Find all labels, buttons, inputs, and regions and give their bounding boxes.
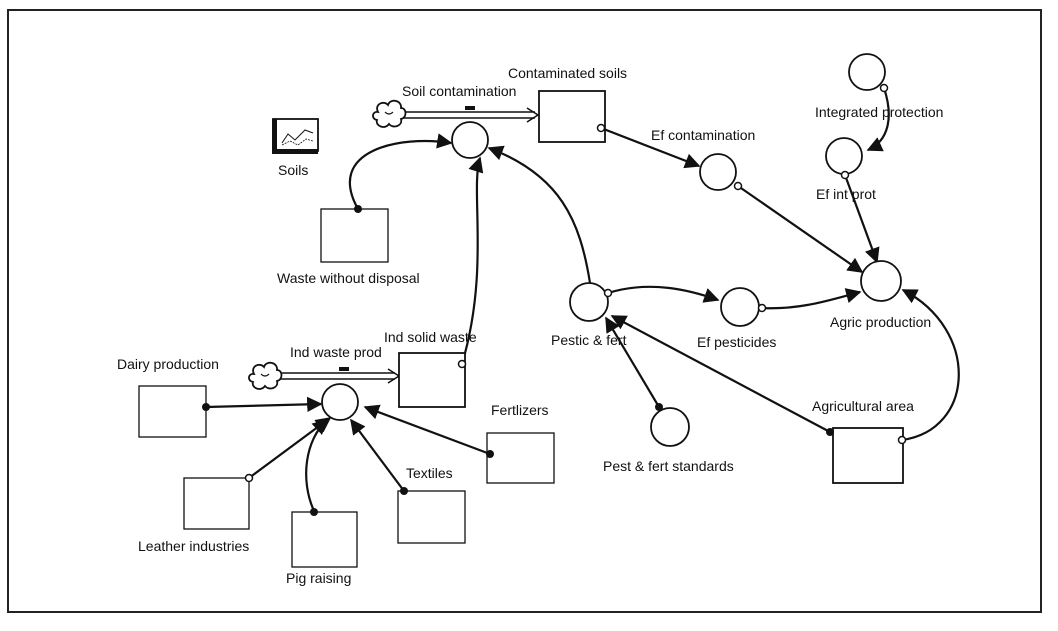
label-pig-raising: Pig raising — [286, 570, 351, 586]
connector-dot — [826, 428, 834, 436]
cloud-icon — [248, 361, 283, 390]
connector-dot — [310, 508, 318, 516]
connector-dot-open — [457, 359, 467, 369]
connector-dot-open — [840, 170, 850, 180]
connector-agarea-to-agric — [901, 289, 960, 442]
connector-pig-to-indwaste — [305, 418, 329, 512]
valve-soil-contamination — [451, 121, 489, 159]
flow-ind-waste-prod — [280, 367, 401, 384]
connector-dot — [202, 403, 210, 411]
connector-pestic-to-efpest — [607, 285, 720, 303]
connector-pestic-to-soilcont — [487, 145, 592, 284]
connector-efcont-to-agric — [737, 185, 864, 273]
label-pestic-fert: Pestic & fert — [551, 332, 627, 348]
connector-dot — [486, 450, 494, 458]
label-fertlizers: Fertlizers — [491, 402, 549, 418]
box-dairy-production — [138, 385, 207, 438]
converter-integrated-protection — [848, 53, 886, 91]
connector-efpest-to-agric — [761, 288, 862, 310]
box-leather-industries — [183, 477, 250, 530]
converter-ef-int-prot — [825, 137, 863, 175]
converter-pestic-fert — [569, 282, 609, 322]
label-ind-waste-prod: Ind waste prod — [290, 344, 382, 360]
label-soil-contamination: Soil contamination — [402, 83, 516, 99]
converter-ef-contamination — [699, 153, 737, 191]
label-agric-production: Agric production — [830, 314, 931, 330]
label-ef-contamination: Ef contamination — [651, 127, 755, 143]
connector-dot-open — [897, 435, 907, 445]
connector-indwaste-to-soilcont — [460, 156, 484, 365]
connector-intprot-to-efintprot — [866, 87, 890, 152]
label-textiles: Textiles — [406, 465, 453, 481]
connector-dot — [400, 487, 408, 495]
graph-icon[interactable] — [272, 118, 319, 154]
label-ef-pesticides: Ef pesticides — [697, 334, 776, 350]
connector-dot-open — [603, 288, 613, 298]
connector-dot-open — [733, 181, 743, 191]
box-fertlizers — [486, 432, 555, 484]
connector-dot-open — [596, 123, 606, 133]
connector-efintprot-to-agric — [843, 174, 880, 264]
label-agricultural-area: Agricultural area — [812, 398, 914, 414]
connector-standards-to-pestic — [605, 316, 660, 408]
label-leather-industries: Leather industries — [138, 538, 249, 554]
connector-leather-to-indwaste — [248, 417, 332, 479]
cloud-icon — [372, 99, 407, 128]
label-ind-solid-waste: Ind solid waste — [384, 329, 477, 345]
converter-ef-pesticides — [720, 287, 760, 327]
connector-dot — [354, 205, 362, 213]
stock-agricultural-area — [832, 427, 904, 484]
label-ef-int-prot: Ef int prot — [816, 186, 876, 202]
converter-pest-fert-standards — [650, 407, 690, 447]
connector-dot-open — [879, 83, 889, 93]
box-textiles — [397, 490, 466, 544]
connector-contsoils-to-efcont — [600, 126, 701, 169]
label-pest-fert-standards: Pest & fert standards — [603, 458, 734, 474]
diagram-frame — [7, 9, 1042, 613]
connector-dairy-to-indwaste — [205, 396, 323, 413]
box-waste-without-disposal — [320, 208, 389, 263]
stock-contaminated-soils — [538, 90, 606, 143]
connector-waste-to-soilcont — [348, 133, 453, 210]
label-waste-without-disposal: Waste without disposal — [277, 270, 420, 286]
connector-fertlizers-to-indwaste — [363, 404, 491, 456]
label-integrated-protection: Integrated protection — [815, 104, 943, 120]
stock-ind-solid-waste — [398, 352, 466, 408]
connector-textiles-to-indwaste — [350, 418, 405, 492]
label-contaminated-soils: Contaminated soils — [508, 65, 627, 81]
connector-dot-open — [244, 473, 254, 483]
converter-agric-production — [860, 260, 902, 302]
connector-dot-open — [757, 303, 767, 313]
valve-ind-waste-prod — [321, 383, 359, 421]
box-pig-raising — [291, 511, 358, 568]
label-dairy-production: Dairy production — [117, 356, 219, 372]
connector-agarea-to-pestic — [610, 315, 831, 433]
connector-dot — [655, 403, 663, 411]
flow-soil-contamination — [402, 106, 540, 123]
label-soils: Soils — [278, 162, 308, 178]
